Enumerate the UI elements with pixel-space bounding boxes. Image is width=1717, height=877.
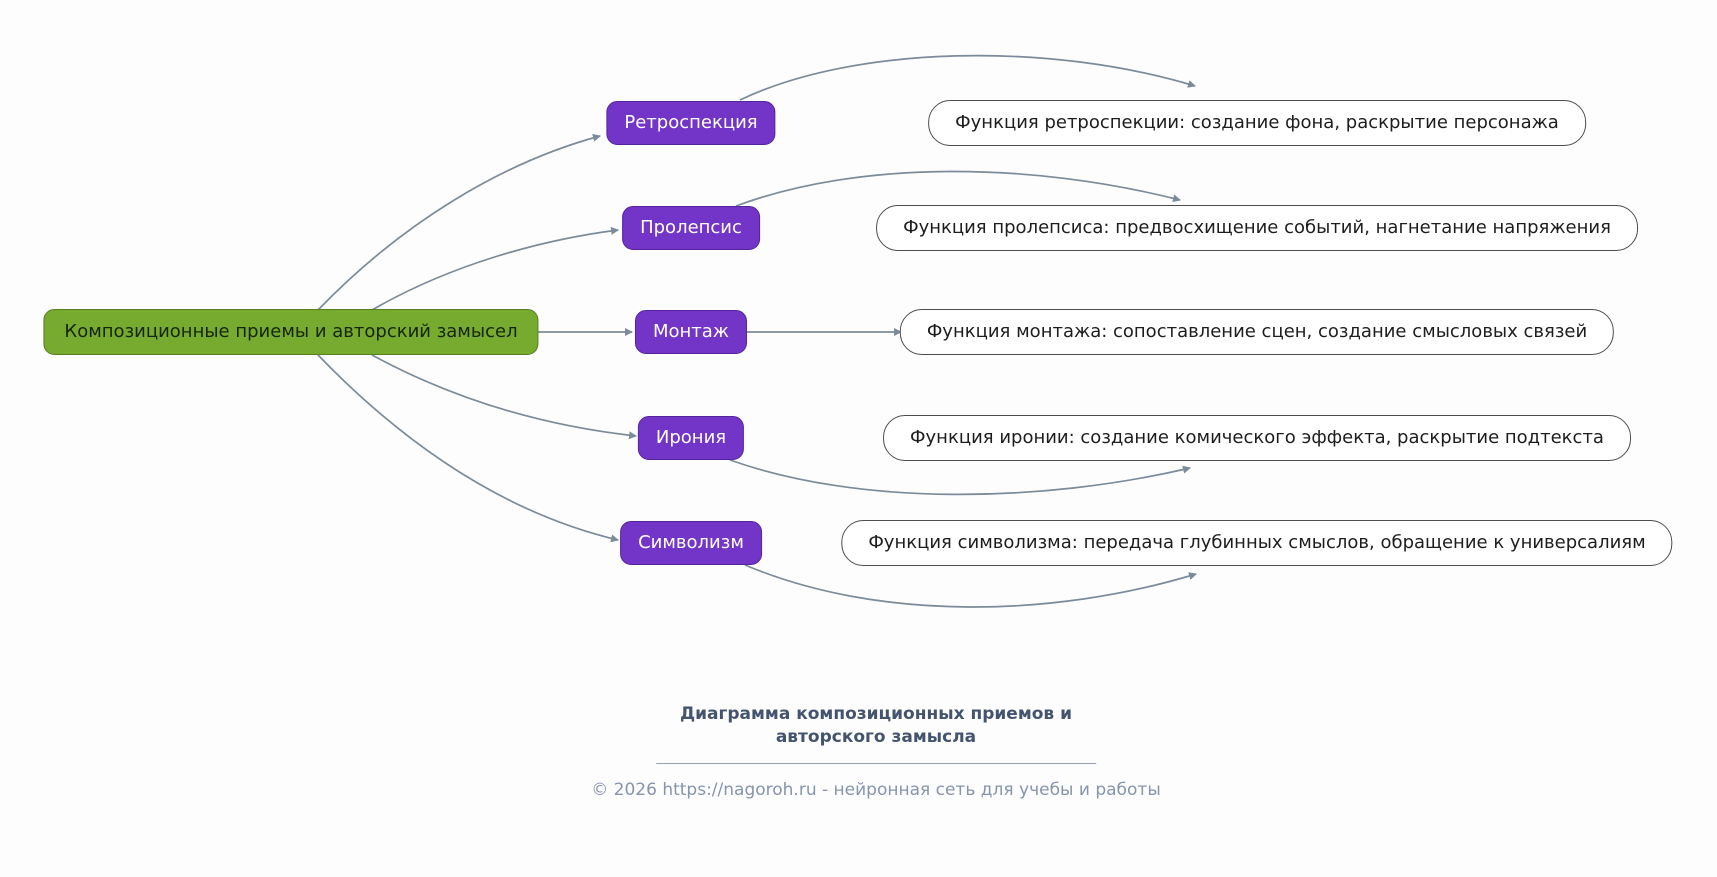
- function-box-prolepsis: Функция пролепсиса: предвосхищение событ…: [876, 205, 1638, 251]
- footer-divider: [655, 762, 1096, 764]
- edge-root-prolepsis: [371, 226, 619, 311]
- footer: Диаграмма композиционных приемов и автор…: [591, 703, 1161, 800]
- root-node: Композиционные приемы и авторский замысе…: [43, 309, 539, 355]
- edge-irony-function: [729, 459, 1191, 496]
- node-montage: Монтаж: [634, 310, 748, 354]
- edge-root-irony: [371, 354, 637, 440]
- function-box-irony: Функция иронии: создание комического эфф…: [883, 415, 1631, 461]
- edge-retrospection-function: [739, 54, 1196, 101]
- node-retrospection: Ретроспекция: [606, 101, 776, 145]
- edge-root-symbolism: [317, 354, 619, 543]
- function-box-symbolism: Функция символизма: передача глубинных с…: [841, 520, 1673, 566]
- diagram-title: Диаграмма композиционных приемов и автор…: [679, 704, 1072, 747]
- edge-root-retrospection: [317, 133, 601, 311]
- node-prolepsis: Пролепсис: [622, 206, 760, 250]
- copyright-text: © 2026 https://nagoroh.ru - нейронная се…: [591, 779, 1161, 800]
- function-box-retrospection: Функция ретроспекции: создание фона, рас…: [928, 100, 1586, 146]
- node-symbolism: Символизм: [620, 521, 762, 565]
- edge-prolepsis-function: [735, 170, 1181, 207]
- node-irony: Ирония: [637, 416, 745, 460]
- function-box-montage: Функция монтажа: сопоставление сцен, соз…: [899, 309, 1615, 355]
- edge-symbolism-function: [744, 564, 1197, 608]
